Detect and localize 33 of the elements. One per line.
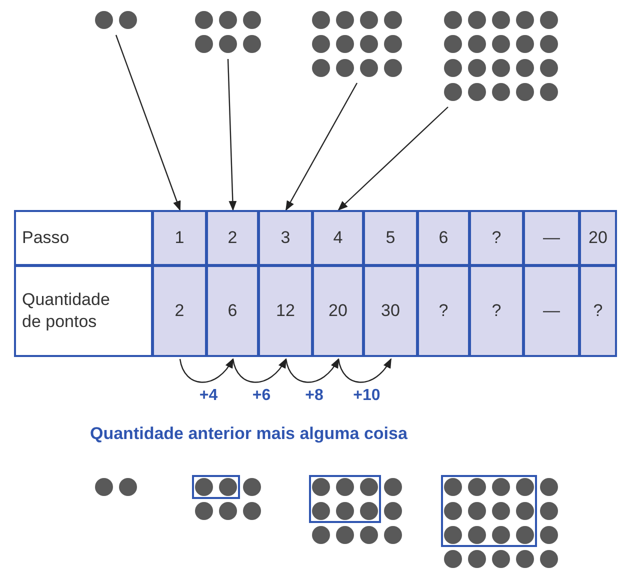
table-cell: ? <box>579 265 617 357</box>
arrow <box>338 106 448 211</box>
table-cell: 6 <box>206 265 259 357</box>
table-cell: 20 <box>312 265 364 357</box>
table-cell: 20 <box>579 210 617 266</box>
arrow <box>115 34 181 211</box>
row-header-cell: Passo <box>14 210 153 266</box>
dot-pattern-drawing <box>195 11 261 53</box>
table-cell: — <box>523 265 580 357</box>
table-cell: 3 <box>258 210 313 266</box>
note-text: Quantidade anterior mais alguma coisa <box>90 424 408 444</box>
table-cell: — <box>523 210 580 266</box>
dot-pattern-drawing <box>95 11 137 29</box>
table-cell: 2 <box>152 265 207 357</box>
table-cell: 1 <box>152 210 207 266</box>
table-cell: 5 <box>363 210 418 266</box>
arrow <box>227 58 237 211</box>
table-cell: 4 <box>312 210 364 266</box>
arrow <box>285 358 340 383</box>
dot-pattern-drawing <box>444 11 558 101</box>
dot-pattern-drawing <box>312 11 402 77</box>
table-cell: 2 <box>206 210 259 266</box>
table-cell: ? <box>417 265 470 357</box>
table-cell: 6 <box>417 210 470 266</box>
arrow <box>338 358 392 383</box>
arrow <box>285 82 358 211</box>
arrow <box>232 358 287 383</box>
table-cell: 30 <box>363 265 418 357</box>
table-cell: 12 <box>258 265 313 357</box>
table-cell: ? <box>469 265 524 357</box>
arrow <box>179 358 234 383</box>
table-cell: ? <box>469 210 524 266</box>
row-header-cell: Quantidade de pontos <box>14 265 153 357</box>
